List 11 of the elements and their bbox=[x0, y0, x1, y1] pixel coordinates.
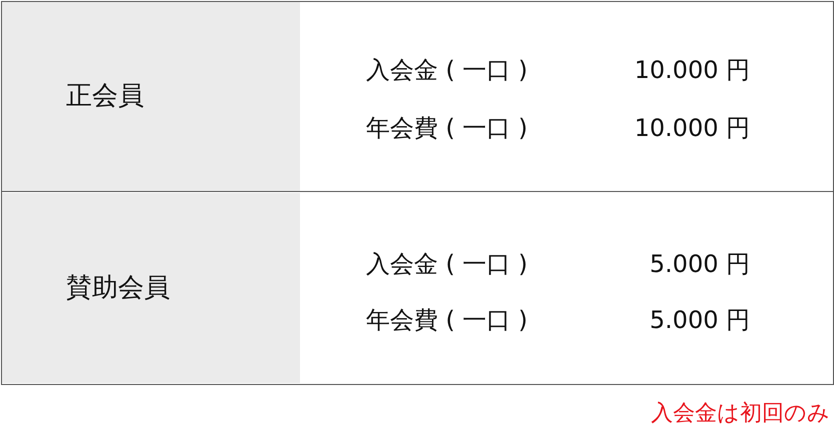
fee-amount: 10.000 円 bbox=[634, 113, 750, 144]
note-text: 入会金は初回のみ bbox=[651, 400, 830, 428]
fee-amount: 5.000 円 bbox=[650, 249, 750, 280]
header-cell: 賛助会員 bbox=[2, 193, 300, 383]
fee-label: 入会金 ( 一口 ) bbox=[366, 55, 528, 86]
fee-label: 年会費 ( 一口 ) bbox=[366, 305, 528, 336]
fee-label: 年会費 ( 一口 ) bbox=[366, 113, 528, 144]
fee-amount: 5.000 円 bbox=[650, 305, 750, 336]
fee-label: 入会金 ( 一口 ) bbox=[366, 249, 528, 280]
header-cell: 正会員 bbox=[2, 2, 300, 191]
fee-amount: 10.000 円 bbox=[634, 55, 750, 86]
